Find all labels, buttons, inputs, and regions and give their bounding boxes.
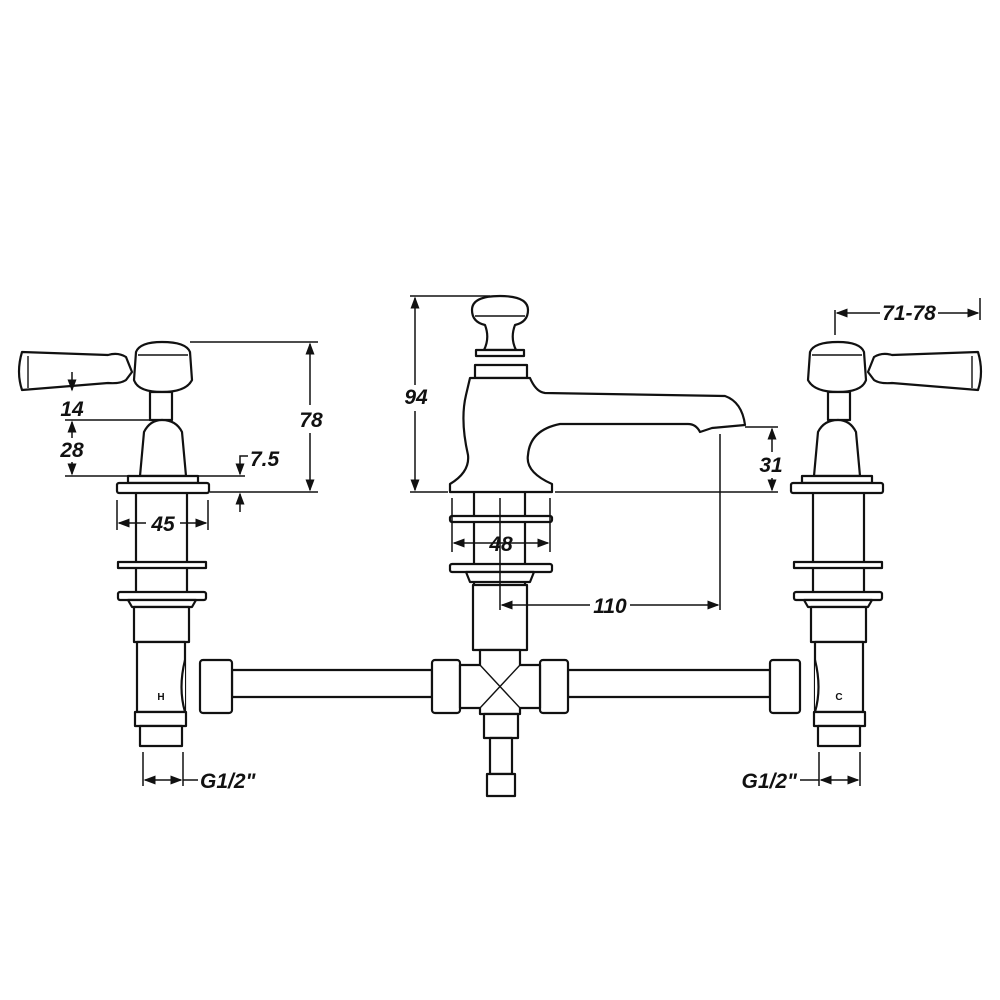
dim-tap-height: 78 [299, 409, 323, 432]
dimension-lines [65, 295, 981, 786]
dim-lever-length: 71-78 [882, 302, 936, 325]
dim-lever-offset: 14 [60, 398, 84, 421]
dim-tap-flange-diameter: 45 [150, 513, 175, 536]
hot-marking: H [157, 692, 164, 703]
hot-tap [17, 340, 211, 748]
dim-spout-outlet-height: 31 [759, 454, 782, 477]
dim-spout-flange-diameter: 48 [488, 533, 513, 556]
dim-shroud-height: 28 [59, 439, 84, 462]
cold-tap [789, 340, 983, 748]
dim-flange-height: 7.5 [250, 448, 280, 471]
cold-marking: C [835, 692, 842, 703]
dim-spout-reach: 110 [593, 595, 627, 618]
dim-thread-left: G1/2" [200, 770, 257, 793]
connecting-pipes [198, 583, 802, 798]
spout [448, 294, 747, 585]
dim-thread-right: G1/2" [742, 770, 799, 793]
dim-spout-total-height: 94 [404, 386, 428, 409]
